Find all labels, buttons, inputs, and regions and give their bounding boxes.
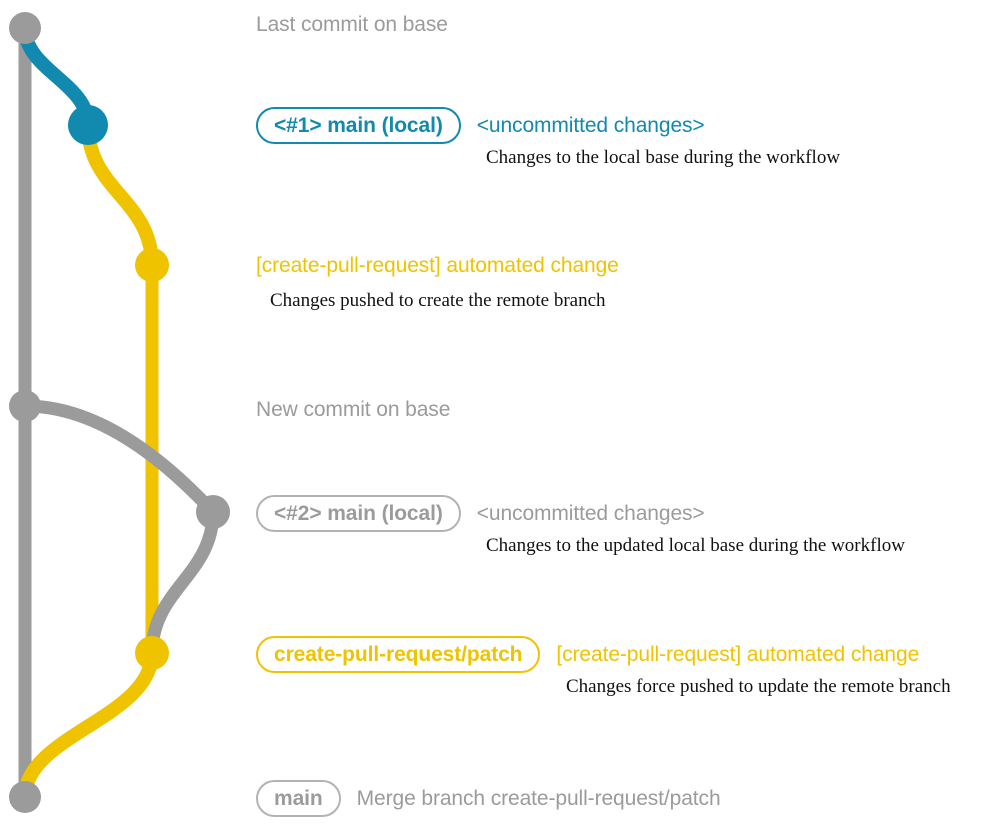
commit-subject-merge-commit: Merge branch create-pull-request/patch <box>356 787 721 810</box>
commit-row-merge-commit: main Merge branch create-pull-request/pa… <box>256 780 721 817</box>
commit-subject-new-commit-on-base: New commit on base <box>256 398 451 421</box>
node-remote-2 <box>135 636 169 670</box>
commit-note-local-uncommitted-1: Changes to the local base during the wor… <box>486 147 841 168</box>
commit-subject-remote-force-push: [create-pull-request] automated change <box>556 643 920 666</box>
commit-note-remote-create: Changes pushed to create the remote bran… <box>270 290 606 311</box>
branch-badge-create-pull-request-patch[interactable]: create-pull-request/patch <box>256 636 541 673</box>
commit-row-local-uncommitted-2: <#2> main (local) <uncommitted changes> <box>256 495 705 532</box>
branch-badge-main[interactable]: main <box>256 780 341 817</box>
commit-subject-last-commit-on-base: Last commit on base <box>256 13 448 36</box>
commit-note-local-uncommitted-2: Changes to the updated local base during… <box>486 535 905 556</box>
edge-local-2-to-remote-2 <box>145 505 220 660</box>
node-base-head <box>9 12 41 44</box>
node-merge <box>9 781 41 813</box>
commit-note-remote-force-push: Changes force pushed to update the remot… <box>566 676 951 697</box>
node-local-1 <box>68 105 108 145</box>
commit-row-last-commit-on-base: Last commit on base <box>256 14 448 35</box>
node-local-2 <box>196 495 230 529</box>
branch-badge-main-local-1[interactable]: <#1> main (local) <box>256 107 461 144</box>
commit-subject-remote-create: [create-pull-request] automated change <box>256 254 619 277</box>
commit-row-new-commit-on-base: New commit on base <box>256 399 450 420</box>
commit-subject-local-uncommitted-1: <uncommitted changes> <box>476 114 705 137</box>
edge-remote-2-to-merge <box>18 646 159 804</box>
branch-badge-main-local-2[interactable]: <#2> main (local) <box>256 495 461 532</box>
edge-local-1-to-remote-1 <box>81 118 159 272</box>
node-remote-1 <box>135 248 169 282</box>
node-base-new <box>9 390 41 422</box>
commit-subject-local-uncommitted-2: <uncommitted changes> <box>476 502 705 525</box>
commit-row-remote-force-push: create-pull-request/patch [create-pull-r… <box>256 636 919 673</box>
commit-row-local-uncommitted-1: <#1> main (local) <uncommitted changes> <box>256 107 705 144</box>
commit-row-remote-create: [create-pull-request] automated change <box>256 255 619 276</box>
edge-base-to-local-2 <box>18 399 220 519</box>
